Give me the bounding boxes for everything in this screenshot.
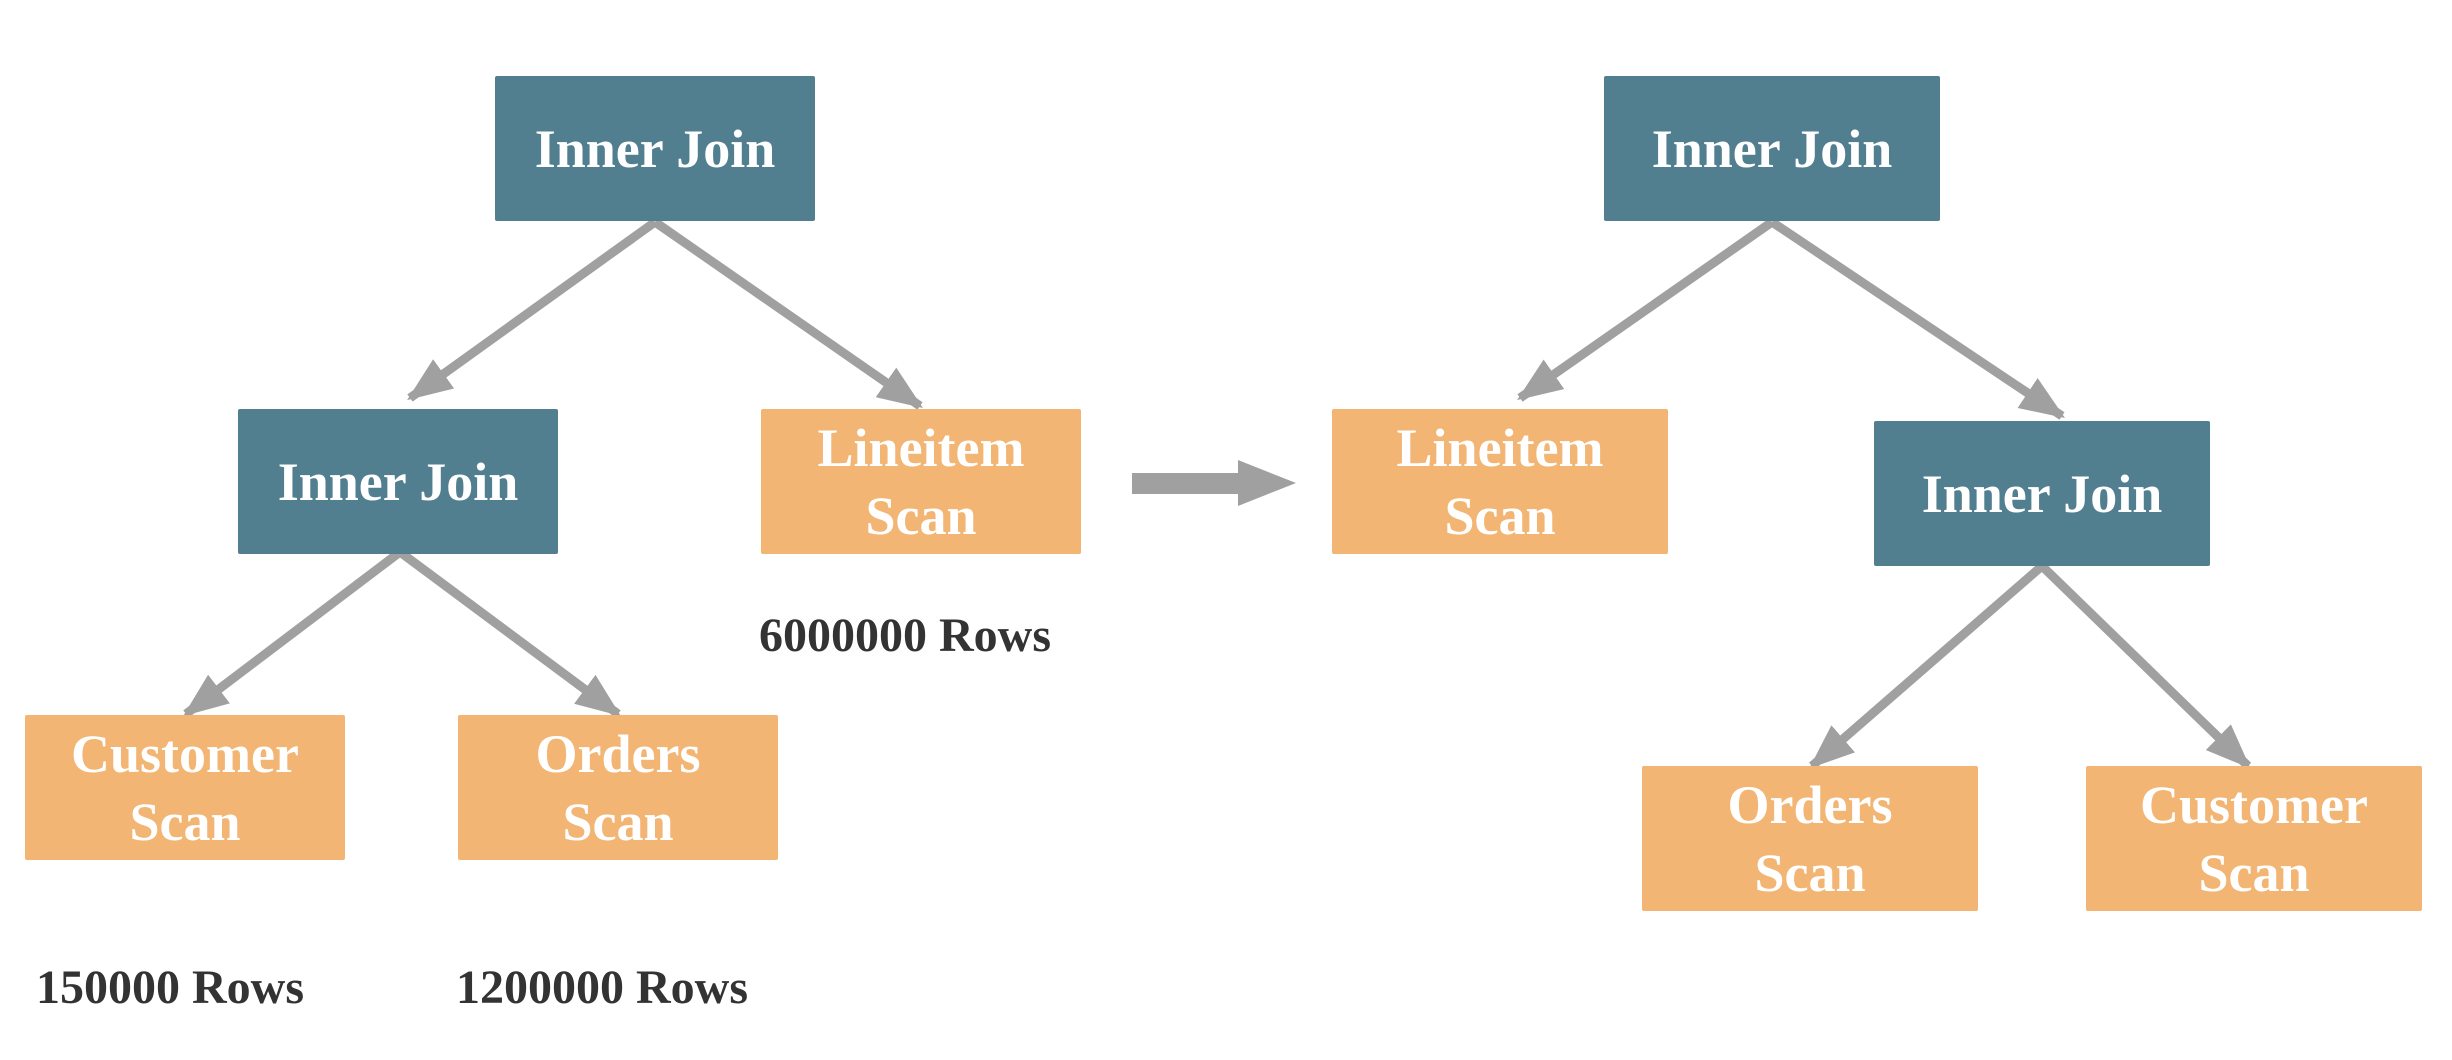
node-label: Inner Join	[534, 118, 776, 179]
left-root-join-node: Inner Join	[495, 76, 815, 221]
node-label-line2: Scan	[1444, 485, 1556, 546]
edge-left-root-to-lineitem	[652, 218, 923, 410]
node-label-line1: Customer	[2140, 774, 2368, 835]
left-orders-scan-node: Orders Scan	[458, 715, 778, 860]
node-label: Inner Join	[277, 451, 519, 512]
node-label-line2: Scan	[129, 791, 241, 852]
node-label: Inner Join	[1651, 118, 1893, 179]
node-label-line1: Lineitem	[817, 417, 1025, 478]
node-label-line1: Customer	[71, 723, 299, 784]
node-label-line2: Scan	[2198, 842, 2310, 903]
transform-arrow	[1132, 460, 1296, 506]
right-sub-join-node: Inner Join	[1874, 421, 2210, 566]
lineitem-row-count: 6000000 Rows	[759, 609, 1052, 662]
node-label-line1: Orders	[535, 723, 701, 784]
node-label-line1: Orders	[1727, 774, 1893, 835]
right-root-join-node: Inner Join	[1604, 76, 1940, 221]
edge-left-subjoin-to-orders	[397, 548, 621, 718]
edge-left-root-to-subjoin	[407, 218, 658, 402]
edge-right-root-to-subjoin	[1769, 218, 2065, 420]
node-label-line2: Scan	[1754, 842, 1866, 903]
edge-right-subjoin-to-customer	[2038, 562, 2252, 770]
edge-left-subjoin-to-customer	[183, 548, 403, 718]
right-orders-scan-node: Orders Scan	[1642, 766, 1978, 911]
node-label: Inner Join	[1921, 463, 2163, 524]
edge-right-root-to-lineitem	[1517, 218, 1775, 402]
right-customer-scan-node: Customer Scan	[2086, 766, 2422, 911]
edge-right-subjoin-to-orders	[1809, 562, 2045, 770]
node-label-line2: Scan	[865, 485, 977, 546]
right-lineitem-scan-node: Lineitem Scan	[1332, 409, 1668, 554]
node-label-line1: Lineitem	[1396, 417, 1604, 478]
customer-row-count: 150000 Rows	[36, 961, 305, 1014]
node-label-line2: Scan	[562, 791, 674, 852]
left-lineitem-scan-node: Lineitem Scan	[761, 409, 1081, 554]
left-customer-scan-node: Customer Scan	[25, 715, 345, 860]
orders-row-count: 1200000 Rows	[456, 961, 749, 1014]
left-sub-join-node: Inner Join	[238, 409, 558, 554]
